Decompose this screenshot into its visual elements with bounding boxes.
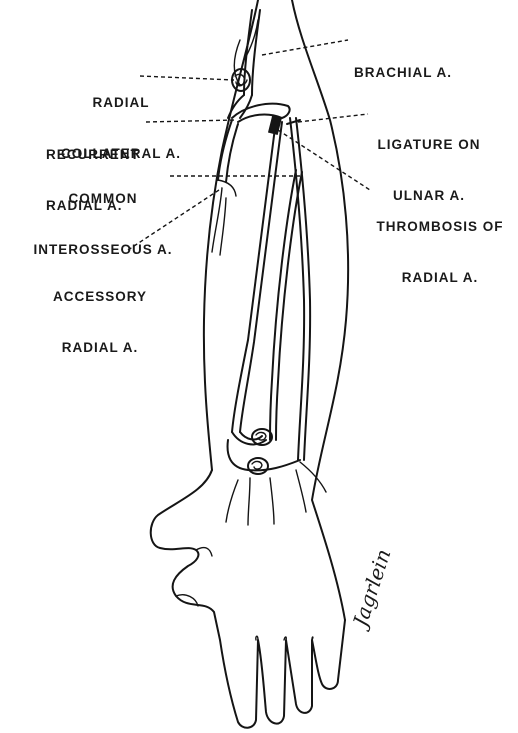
label-brachial-text: BRACHIAL A. (354, 64, 452, 81)
thumb-crease (176, 548, 212, 606)
forearm-outline-left (204, 0, 258, 470)
hand-outline (151, 470, 345, 728)
finger-divisions (256, 636, 313, 640)
radial-artery (232, 120, 282, 432)
wrist-anastomosis-lower (248, 458, 268, 474)
forearm-outline-right (292, 0, 348, 620)
label-accessory-radial-line1: ACCESSORY (40, 288, 160, 305)
label-ligature-line1: LIGATURE ON (370, 136, 488, 153)
digital-branches (226, 462, 326, 525)
wrist-anastomosis-lower-coil (252, 461, 262, 469)
label-thrombosis-line2: RADIAL A. (370, 269, 510, 286)
superficial-arch (232, 432, 266, 444)
leader-thrombosis (278, 130, 370, 190)
label-radial-collateral-line1: RADIAL (46, 94, 196, 111)
label-accessory-radial: ACCESSORY RADIAL A. (40, 254, 160, 373)
label-common-interosseous-line1: COMMON (30, 190, 176, 207)
leader-ligature (298, 114, 368, 122)
ulnar-artery (290, 118, 310, 460)
label-thrombosis-line1: THROMBOSIS OF (370, 218, 510, 235)
label-brachial: BRACHIAL A. (354, 30, 452, 98)
interosseous-artery (270, 170, 302, 440)
label-accessory-radial-line2: RADIAL A. (40, 339, 160, 356)
label-thrombosis-of-radial: THROMBOSIS OF RADIAL A. (370, 184, 510, 303)
leader-brachial (262, 40, 348, 55)
